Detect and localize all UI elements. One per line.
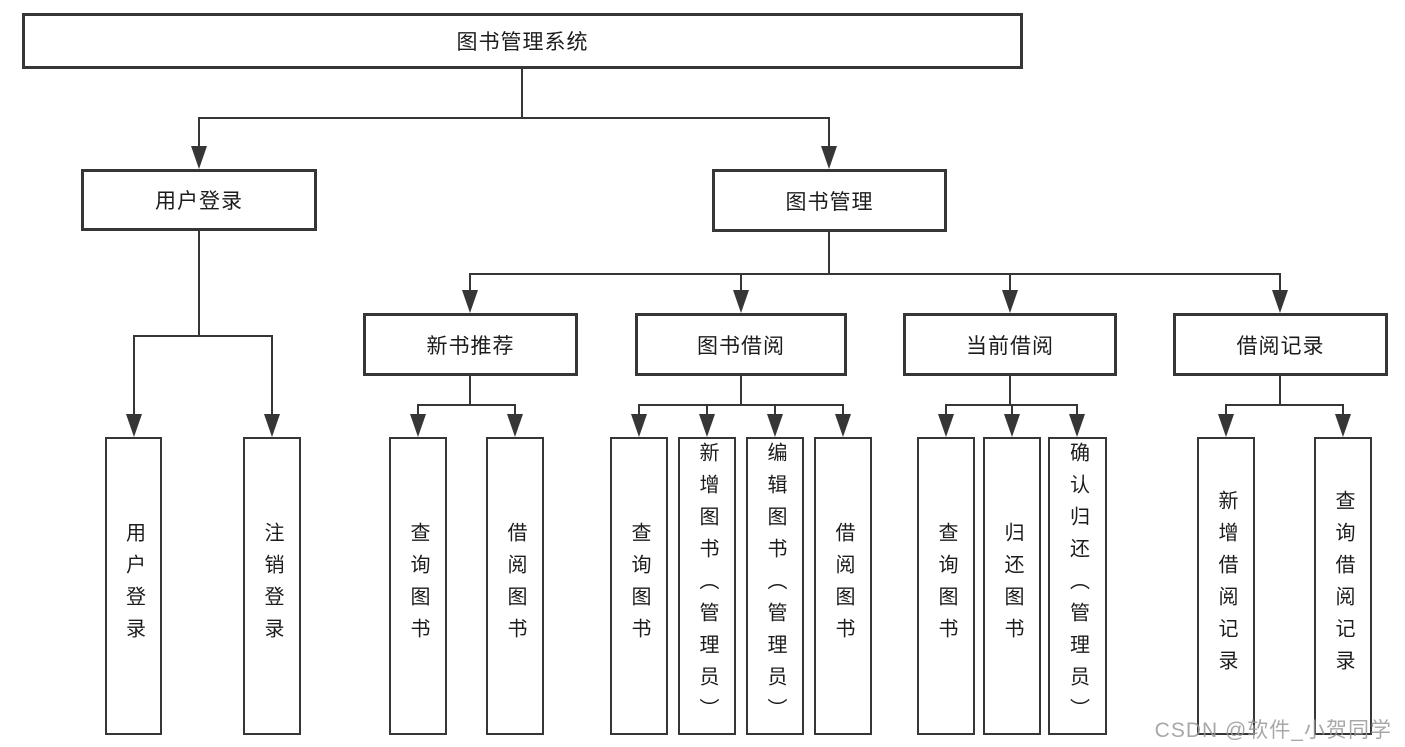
arrowhead-down-icon	[191, 146, 207, 169]
connector-line	[198, 117, 830, 119]
connector-line	[638, 404, 844, 406]
csdn-watermark: CSDN @软件_小贺同学	[1154, 719, 1392, 742]
arrowhead-down-icon	[462, 290, 478, 313]
arrowhead-down-icon	[821, 146, 837, 169]
node-book-borrow: 图书借阅	[635, 313, 847, 376]
connector-line	[417, 404, 516, 406]
connector-line	[133, 335, 135, 431]
leaf-query-books-borrow: 查询图书	[610, 437, 668, 735]
leaf-query-books-recommend: 查询图书	[389, 437, 447, 735]
connector-line	[1009, 376, 1011, 406]
arrowhead-down-icon	[631, 414, 647, 437]
arrowhead-down-icon	[126, 414, 142, 437]
node-user-login-module: 用户登录	[81, 169, 317, 231]
leaf-return-books: 归还图书	[983, 437, 1041, 735]
arrowhead-down-icon	[1272, 290, 1288, 313]
connector-line	[469, 273, 1281, 275]
connector-line	[133, 335, 273, 337]
arrowhead-down-icon	[1335, 414, 1351, 437]
connector-line	[1279, 376, 1281, 406]
leaf-user-login: 用户登录	[105, 437, 162, 735]
arrowhead-down-icon	[733, 290, 749, 313]
arrowhead-down-icon	[1004, 414, 1020, 437]
arrowhead-down-icon	[835, 414, 851, 437]
arrowhead-down-icon	[767, 414, 783, 437]
node-borrow-records: 借阅记录	[1173, 313, 1388, 376]
leaf-query-books-current: 查询图书	[917, 437, 975, 735]
connector-line	[740, 376, 742, 406]
arrowhead-down-icon	[1069, 414, 1085, 437]
node-root-system: 图书管理系统	[22, 13, 1023, 69]
arrowhead-down-icon	[410, 414, 426, 437]
leaf-confirm-return-admin: 确认归还（管理员）	[1048, 437, 1107, 735]
connector-line	[521, 69, 523, 119]
arrowhead-down-icon	[699, 414, 715, 437]
leaf-borrow-books: 借阅图书	[814, 437, 872, 735]
node-book-management-module: 图书管理	[712, 169, 947, 232]
connector-line	[271, 335, 273, 431]
leaf-add-books-admin: 新增图书（管理员）	[678, 437, 736, 735]
leaf-add-borrow-record: 新增借阅记录	[1197, 437, 1255, 735]
arrowhead-down-icon	[507, 414, 523, 437]
arrowhead-down-icon	[938, 414, 954, 437]
leaf-logout: 注销登录	[243, 437, 301, 735]
connector-line	[828, 117, 830, 163]
connector-line	[828, 232, 830, 275]
connector-line	[469, 376, 471, 406]
connector-line	[198, 231, 200, 337]
connector-line	[1225, 404, 1343, 406]
node-new-book-recommend: 新书推荐	[363, 313, 578, 376]
arrowhead-down-icon	[1002, 290, 1018, 313]
leaf-borrow-books-recommend: 借阅图书	[486, 437, 544, 735]
node-current-borrow: 当前借阅	[903, 313, 1117, 376]
arrowhead-down-icon	[264, 414, 280, 437]
leaf-edit-books-admin: 编辑图书（管理员）	[746, 437, 804, 735]
connector-line	[198, 117, 200, 163]
leaf-query-borrow-record: 查询借阅记录	[1314, 437, 1372, 735]
arrowhead-down-icon	[1218, 414, 1234, 437]
